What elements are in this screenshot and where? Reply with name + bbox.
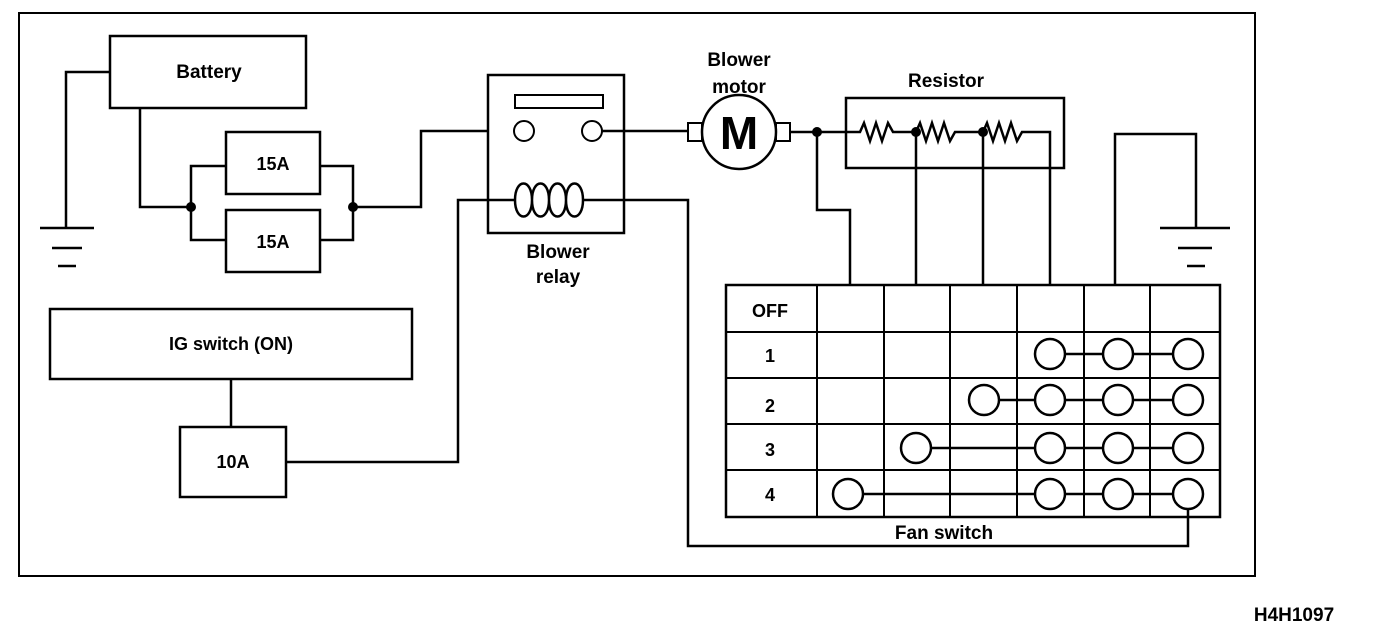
fuse-10a: 10A xyxy=(178,425,288,499)
resistor: Resistor xyxy=(844,71,1066,285)
fuse-15a-lower: 15A xyxy=(224,208,322,274)
battery-label: Battery xyxy=(176,62,242,83)
svg-text:10A: 10A xyxy=(216,452,249,472)
fan-switch: OFF 1 2 3 4 Fan switch xyxy=(724,283,1222,544)
ground-symbol-right xyxy=(1113,132,1230,285)
diagram-frame xyxy=(18,12,1256,577)
ground-symbol-left xyxy=(40,70,110,268)
position-4: 4 xyxy=(765,485,775,505)
motor-symbol: M xyxy=(720,107,758,159)
blower-motor: M Blower motor xyxy=(687,50,791,171)
relay-label-line2: relay xyxy=(536,267,581,288)
relay-contact-left xyxy=(513,120,535,142)
battery: Battery xyxy=(108,34,308,110)
position-2: 2 xyxy=(765,396,775,416)
junction-dot xyxy=(186,202,196,212)
figure-code: H4H1097 xyxy=(1254,605,1334,624)
blower-relay: Blower relay xyxy=(486,73,626,288)
position-3: 3 xyxy=(765,440,775,460)
ig-switch: IG switch (ON) xyxy=(48,307,414,381)
relay-label-line1: Blower xyxy=(526,242,590,263)
fan-switch-label: Fan switch xyxy=(895,523,993,544)
fuse-15a-upper: 15A xyxy=(224,130,322,196)
ig-switch-label: IG switch (ON) xyxy=(169,334,293,354)
motor-label-line1: Blower xyxy=(707,50,771,71)
motor-label-line2: motor xyxy=(712,77,766,98)
resistor-label: Resistor xyxy=(908,71,985,92)
svg-text:15A: 15A xyxy=(256,232,289,252)
svg-text:15A: 15A xyxy=(256,154,289,174)
position-off: OFF xyxy=(752,301,788,321)
position-1: 1 xyxy=(765,346,775,366)
